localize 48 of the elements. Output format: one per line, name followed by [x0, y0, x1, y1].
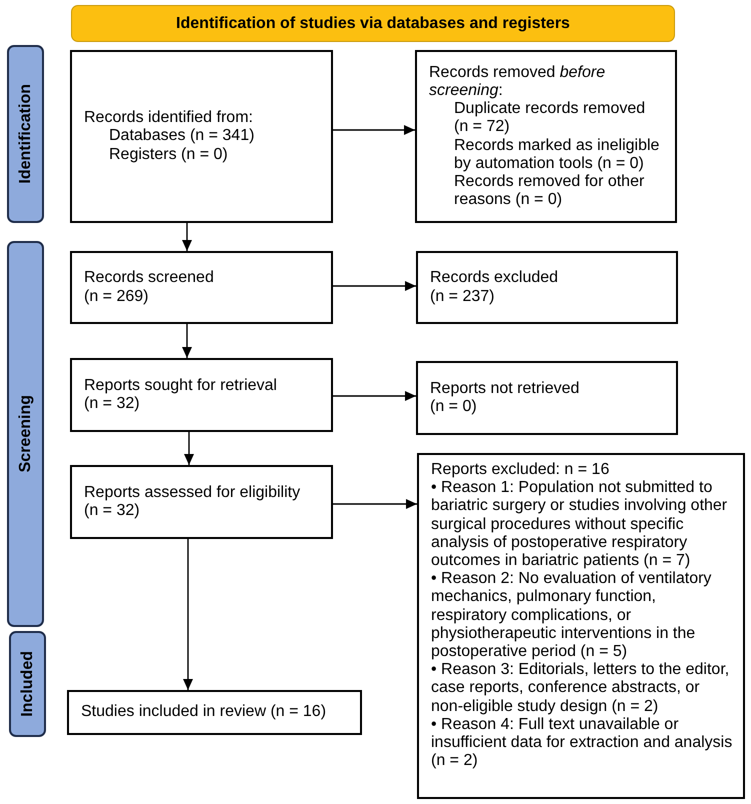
- phase-band: [7, 45, 44, 223]
- sub-item: Databases (n = 341): [109, 127, 256, 146]
- process-box: [416, 361, 678, 435]
- process-box: [70, 251, 333, 324]
- arrow: [184, 432, 194, 465]
- box-heading: Records excluded: [430, 269, 560, 288]
- box-text: Studies included in review (n = 16): [81, 703, 328, 722]
- reason-item: • Reason 3: Editorials, letters to the editor, case reports, conference abstracts, or non-eligible study design (n = 2): [431, 661, 730, 716]
- phase-label: Included: [18, 651, 36, 717]
- phase-label: Identification: [16, 84, 34, 184]
- process-box: [415, 50, 677, 223]
- reason-item: • Reason 2: No evaluation of ventilatory mechanics, pulmonary function, respiratory complications, or physiotherapeutic interventions in the postoperative period (n = 5): [431, 570, 712, 662]
- process-box: [416, 251, 678, 324]
- sub-item: Registers (n = 0): [109, 146, 229, 164]
- reason-item: • Reason 4: Full text unavailable or insufficient data for extraction and analysis (n = 2): [431, 716, 732, 770]
- box-heading: Reports sought for retrieval: [84, 376, 278, 395]
- box-heading: Records removed before screening:: [429, 64, 606, 100]
- count-text: (n = 237): [430, 288, 496, 306]
- section-header: [71, 5, 675, 42]
- process-box: [417, 453, 745, 799]
- process-box: [70, 465, 333, 539]
- arrow: [333, 391, 416, 401]
- sub-item: Duplicate records removed (n = 72): [454, 100, 646, 136]
- box-heading: Records identified from:: [84, 109, 254, 128]
- arrow: [333, 281, 416, 291]
- arrow: [333, 125, 415, 135]
- arrow: [333, 499, 417, 509]
- phase-band: [9, 631, 46, 737]
- sub-item: Records marked as ineligible by automation tools (n = 0): [454, 136, 660, 173]
- arrow: [183, 539, 193, 690]
- box-heading: Reports excluded: n = 16: [431, 461, 610, 480]
- count-text: (n = 0): [430, 398, 478, 416]
- box-heading: Records screened: [84, 269, 215, 288]
- count-text: (n = 32): [84, 395, 141, 414]
- process-box: [70, 358, 333, 432]
- arrow: [182, 324, 192, 358]
- count-text: (n = 269): [84, 288, 150, 306]
- process-box: [67, 690, 362, 735]
- count-text: (n = 32): [84, 502, 141, 520]
- box-heading: Reports assessed for eligibility: [84, 484, 302, 502]
- reason-item: • Reason 1: Population not submitted to bariatric surgery or studies involving other surgical procedures without specific analysis of postoperative respiratory outcomes in bariatric patients (n = 7): [431, 479, 728, 570]
- box-heading: Reports not retrieved: [430, 380, 580, 398]
- process-box: [70, 50, 333, 223]
- header-title: Identification of studies via databases and registers: [176, 14, 570, 34]
- arrow: [182, 223, 192, 251]
- phase-band: [7, 241, 44, 627]
- phase-label: Screening: [16, 395, 34, 473]
- sub-item: Records removed for other reasons (n = 0): [454, 172, 646, 210]
